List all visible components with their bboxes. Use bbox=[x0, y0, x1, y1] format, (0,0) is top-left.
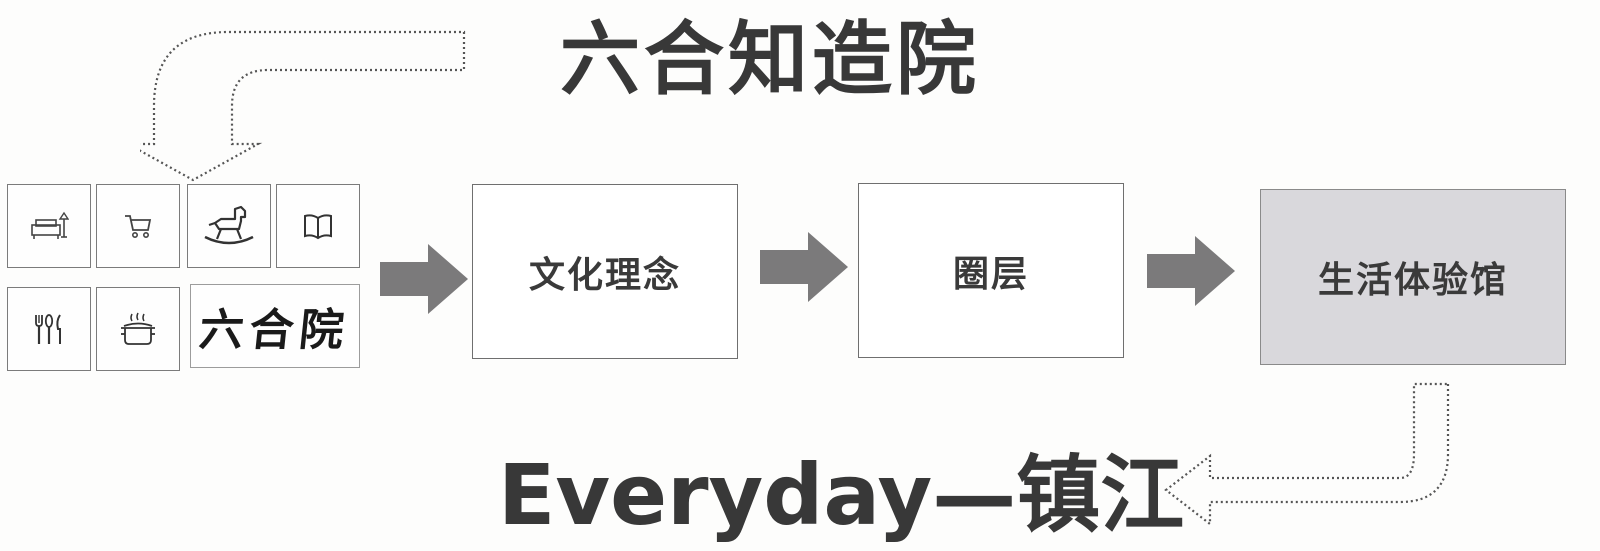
tile-rocking-horse bbox=[187, 184, 271, 268]
shopping-cart-icon bbox=[123, 212, 153, 240]
cutlery-icon bbox=[32, 311, 66, 347]
curved-arrow-down-icon bbox=[140, 30, 466, 182]
tile-cutlery bbox=[7, 287, 91, 371]
flow-step-circle: 圈层 bbox=[858, 183, 1124, 358]
book-icon bbox=[302, 212, 334, 240]
logo-text: 六合院 bbox=[196, 305, 353, 356]
flow-step-label: 生活体验馆 bbox=[1317, 260, 1508, 301]
tile-sofa bbox=[7, 184, 91, 268]
tile-pot bbox=[96, 287, 180, 371]
rocking-horse-icon bbox=[201, 203, 257, 249]
flow-step-label: 圈层 bbox=[952, 253, 1029, 295]
curved-arrow-left-icon bbox=[1164, 382, 1450, 527]
top-title: 六合知造院 bbox=[560, 13, 980, 106]
logo-tile: 六合院 bbox=[190, 284, 360, 368]
tile-cart bbox=[96, 184, 180, 268]
bottom-title: Everyday—镇江 bbox=[498, 446, 1185, 544]
flow-step-culture: 文化理念 bbox=[472, 184, 738, 359]
cooking-pot-icon bbox=[118, 310, 158, 348]
sofa-icon bbox=[29, 209, 69, 243]
flow-step-experience-hall: 生活体验馆 bbox=[1260, 189, 1566, 365]
tile-book bbox=[276, 184, 360, 268]
flow-arrow-right-icon bbox=[1147, 236, 1235, 306]
flow-arrow-right-icon bbox=[760, 232, 848, 302]
flow-step-label: 文化理念 bbox=[528, 254, 681, 296]
flow-arrow-right-icon bbox=[380, 244, 468, 314]
